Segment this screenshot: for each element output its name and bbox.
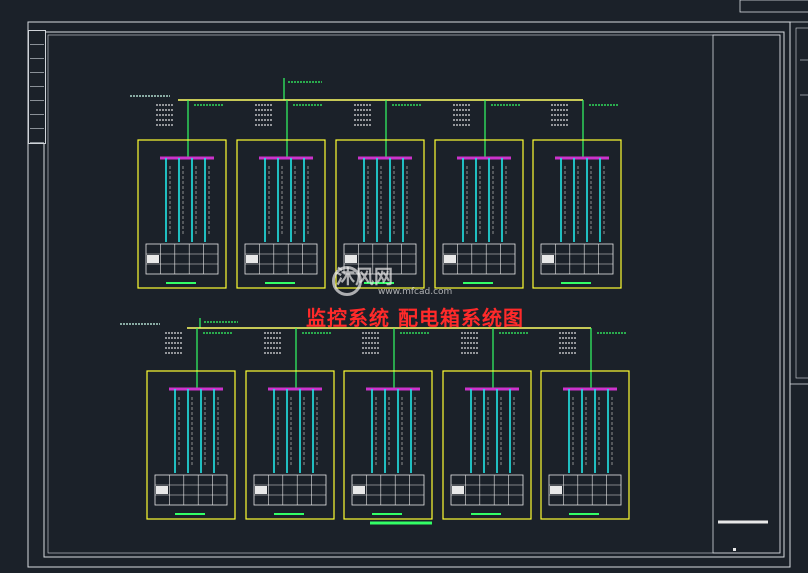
toolbar-button-2[interactable]	[30, 46, 44, 59]
distribution-diagram	[120, 78, 630, 525]
schedule-table	[442, 243, 516, 275]
toolbar-button-8[interactable]	[30, 130, 44, 143]
schedule-table	[145, 243, 219, 275]
schedule-table	[548, 474, 622, 506]
schedule-table	[244, 243, 318, 275]
drawing-title: 监控系统 配电箱系统图	[306, 306, 524, 330]
schedule-cell	[255, 486, 267, 494]
toolbar-button-5[interactable]	[30, 88, 44, 101]
adjacent-sheet-inner	[795, 27, 808, 379]
side-toolbar[interactable]	[28, 30, 46, 144]
schedule-cell	[444, 255, 456, 263]
adjacent-sheet-frame	[789, 21, 808, 385]
schedule-table	[154, 474, 228, 506]
toolbar-button-6[interactable]	[30, 102, 44, 115]
toolbar-button-3[interactable]	[30, 60, 44, 73]
schedule-cell	[147, 255, 159, 263]
panel-enclosure	[236, 139, 326, 289]
schedule-cell	[345, 255, 357, 263]
watermark-url: www.mfcad.com	[378, 287, 453, 297]
adjacent-top-frame	[739, 0, 808, 13]
sheet-inner-frame	[43, 31, 785, 558]
panel-enclosure	[245, 370, 335, 520]
panel-enclosure	[137, 139, 227, 289]
schedule-cell	[452, 486, 464, 494]
schedule-table	[540, 243, 614, 275]
toolbar-button-7[interactable]	[30, 116, 44, 129]
watermark-logo	[332, 266, 362, 296]
schedule-table	[253, 474, 327, 506]
title-block-column	[712, 34, 781, 554]
toolbar-button-4[interactable]	[30, 74, 44, 87]
panel-enclosure	[540, 370, 630, 520]
panel-enclosure	[532, 139, 622, 289]
schedule-cell	[156, 486, 168, 494]
panel-enclosure	[343, 370, 433, 520]
toolbar-button-1[interactable]	[30, 32, 44, 45]
panel-enclosure	[335, 139, 425, 289]
schedule-cell	[353, 486, 365, 494]
title-block-mark	[733, 548, 736, 551]
schedule-table	[450, 474, 524, 506]
schedule-cell	[542, 255, 554, 263]
panel-enclosure	[442, 370, 532, 520]
panel-enclosure	[434, 139, 524, 289]
schedule-cell	[550, 486, 562, 494]
schedule-table	[343, 243, 417, 275]
schedule-cell	[246, 255, 258, 263]
panel-enclosure	[146, 370, 236, 520]
watermark-brand: 沐风网	[336, 266, 394, 288]
schedule-table	[351, 474, 425, 506]
